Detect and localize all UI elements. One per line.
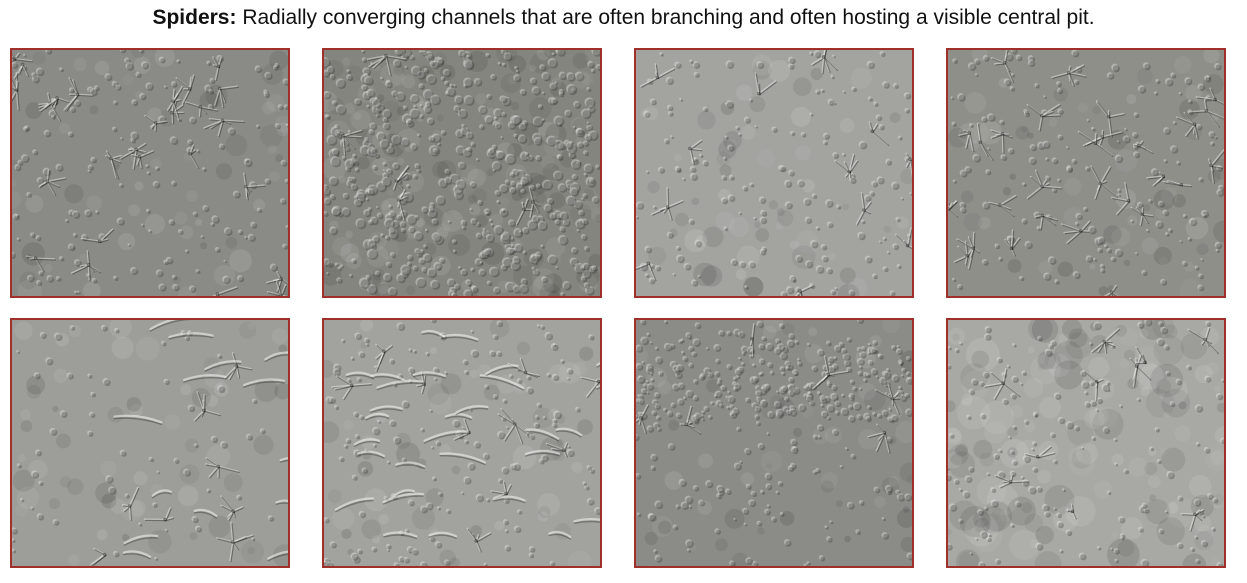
- terrain-image-r2c4: [946, 318, 1226, 568]
- terrain-image-r2c2: [322, 318, 602, 568]
- caption-term: Spiders:: [152, 6, 237, 29]
- terrain-image-r2c3: [634, 318, 914, 568]
- terrain-texture: [636, 50, 912, 296]
- terrain-image-r1c3: [634, 48, 914, 298]
- terrain-image-r1c1: [10, 48, 290, 298]
- terrain-texture: [636, 320, 912, 566]
- terrain-texture: [12, 320, 288, 566]
- terrain-texture: [948, 320, 1224, 566]
- figure-caption: Spiders: Radially converging channels th…: [0, 6, 1247, 30]
- terrain-texture: [948, 50, 1224, 296]
- terrain-image-r2c1: [10, 318, 290, 568]
- terrain-texture: [324, 320, 600, 566]
- caption-description: Radially converging channels that are of…: [242, 6, 1095, 29]
- terrain-image-r1c2: [322, 48, 602, 298]
- terrain-image-r1c4: [946, 48, 1226, 298]
- terrain-texture: [324, 50, 600, 296]
- terrain-texture: [12, 50, 288, 296]
